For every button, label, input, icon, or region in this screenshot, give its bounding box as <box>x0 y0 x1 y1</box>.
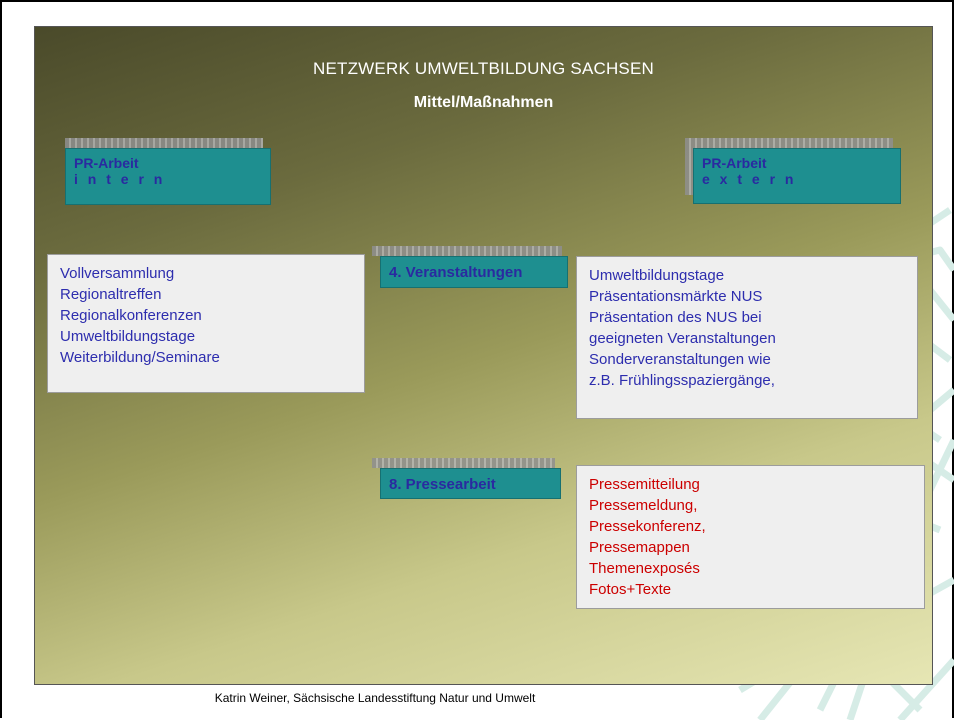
pr-intern-shadow <box>65 138 263 148</box>
pressearbeit-list-item: Pressemitteilung <box>589 476 700 493</box>
pr-intern-title: PR-Arbeit <box>74 155 139 171</box>
veranstaltungen-list-item: Präsentationsmärkte NUS <box>589 288 763 305</box>
pressearbeit-label: 8. Pressearbeit <box>389 476 496 493</box>
pr-intern-subtitle: i n t e r n <box>74 171 166 187</box>
pressearbeit-shadow <box>372 458 555 468</box>
pressearbeit-list-item: Fotos+Texte <box>589 581 672 598</box>
pressearbeit-list-item: Pressemappen <box>589 539 690 556</box>
intern-list-item: Umweltbildungstage <box>60 328 196 345</box>
pressearbeit-list-item: Pressemeldung, <box>589 497 698 514</box>
veranstaltungen-list-item: Präsentation des NUS bei <box>589 309 762 326</box>
intern-list-item: Regionaltreffen <box>60 286 162 303</box>
pr-extern-box: PR-Arbeit e x t e r n <box>693 148 901 204</box>
intern-list-item: Weiterbildung/Seminare <box>60 349 220 366</box>
veranstaltungen-list-item: Sonderveranstaltungen wie <box>589 351 771 368</box>
slide-title: NETZWERK UMWELTBILDUNG SACHSEN <box>313 59 654 78</box>
footer-credit: Katrin Weiner, Sächsische Landesstiftung… <box>214 691 536 705</box>
veranstaltungen-shadow <box>372 246 562 256</box>
veranstaltungen-label: 4. Veranstaltungen <box>389 264 523 281</box>
veranstaltungen-list-item: Umweltbildungstage <box>589 267 725 284</box>
pr-extern-title: PR-Arbeit <box>702 155 767 171</box>
intern-list-item: Regionalkonferenzen <box>60 307 202 324</box>
slide-subtitle: Mittel/Maßnahmen <box>413 94 554 111</box>
veranstaltungen-list-item: z.B. Frühlingsspaziergänge, <box>589 372 775 389</box>
pr-extern-subtitle: e x t e r n <box>702 171 797 187</box>
pressearbeit-list-item: Themenexposés <box>589 560 700 577</box>
slide: NETZWERK UMWELTBILDUNG SACHSEN Mittel/Ma… <box>34 26 933 685</box>
pr-intern-box: PR-Arbeit i n t e r n <box>65 148 271 205</box>
veranstaltungen-label-box: 4. Veranstaltungen <box>380 256 568 288</box>
veranstaltungen-list-item: geeigneten Veranstaltungen <box>589 330 776 347</box>
pressearbeit-list-item: Pressekonferenz, <box>589 518 706 535</box>
intern-list-item: Vollversammlung <box>60 265 175 282</box>
pressearbeit-label-box: 8. Pressearbeit <box>380 468 561 499</box>
